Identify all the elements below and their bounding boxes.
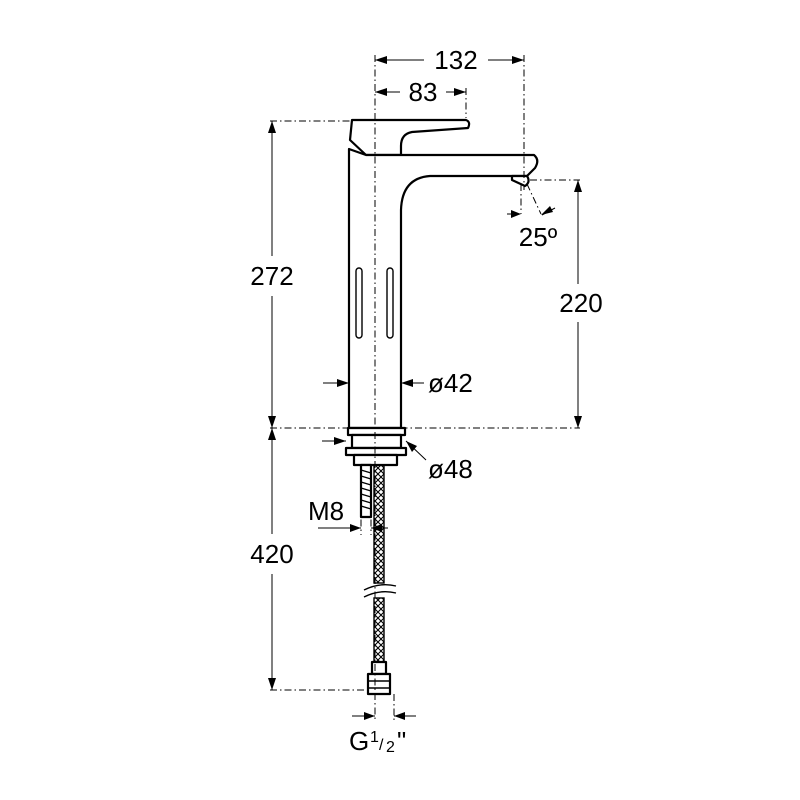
dim-420-label: 420	[250, 539, 293, 569]
dim-base-diameter: ø48	[322, 437, 473, 484]
dim-lever-width: 83	[375, 77, 466, 107]
connector-nut-facets	[368, 680, 390, 689]
hose-ferrule	[370, 660, 388, 676]
dim-spout-height: 220	[559, 180, 603, 428]
dim-83-label: 83	[409, 77, 438, 107]
break-mark-bottom	[363, 590, 397, 598]
dim-25-label: 25º	[519, 222, 558, 252]
dim-220-label: 220	[559, 288, 602, 318]
dim-total-width: 132	[375, 45, 524, 75]
dim-hose-length: 420	[250, 428, 294, 690]
dim-g-numerator: 1	[370, 729, 379, 746]
dim-g-denominator: 2	[386, 739, 395, 756]
stud-threads	[360, 469, 372, 510]
aerator	[510, 174, 530, 188]
dim-g-slash: /	[379, 737, 384, 754]
connector-nut	[366, 672, 392, 696]
dim-spout-angle: 25º	[507, 183, 558, 252]
faucet-body	[347, 118, 539, 430]
right-slot	[386, 267, 394, 339]
dim-g-label: G	[349, 726, 369, 756]
break-mark-top	[363, 583, 397, 591]
dim-stud-thread: M8	[308, 496, 388, 535]
dim-body-diameter: ø42	[323, 368, 473, 398]
dim-42-label: ø42	[428, 368, 473, 398]
dim-132-label: 132	[434, 45, 477, 75]
dim-total-height: 272	[250, 121, 294, 428]
dim-g-suffix: "	[397, 726, 406, 756]
dim-m8-label: M8	[308, 496, 344, 526]
washer	[350, 433, 403, 450]
dim-48-label: ø48	[428, 454, 473, 484]
mounting-assembly	[344, 426, 408, 696]
spout-and-column	[347, 147, 539, 430]
extension-lines	[270, 55, 580, 720]
lever-handle	[348, 118, 471, 157]
left-slot	[355, 267, 363, 339]
dim-272-label: 272	[250, 261, 293, 291]
dim-connector-thread: G 1 / 2 "	[349, 712, 416, 756]
hose-upper	[373, 464, 385, 584]
